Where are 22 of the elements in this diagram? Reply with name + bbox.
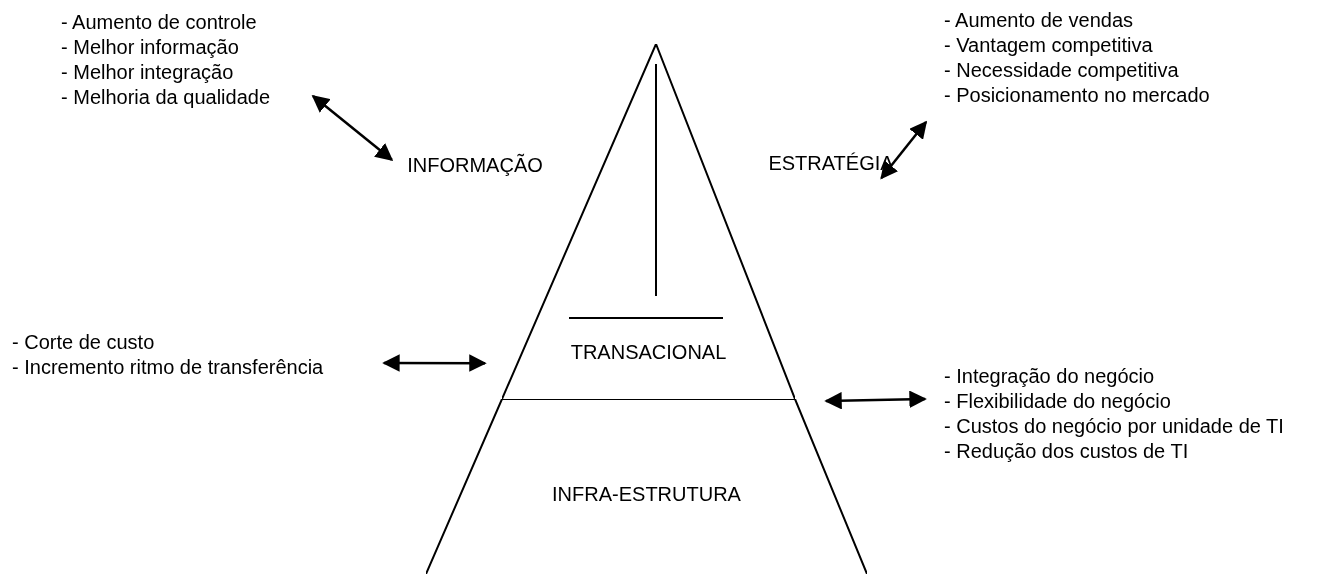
section-label: TRANSACIONAL bbox=[570, 340, 727, 365]
list-item: - Corte de custo bbox=[12, 330, 155, 355]
list-item: - Flexibilidade do negócio bbox=[944, 389, 1171, 414]
list-item: - Custos do negócio por unidade de TI bbox=[944, 414, 1284, 439]
list-item: - Redução dos custos de TI bbox=[944, 439, 1189, 464]
list-item: - Necessidade competitiva bbox=[944, 58, 1179, 83]
double-arrow bbox=[824, 390, 927, 410]
section-label: INFRA-ESTRUTURA bbox=[552, 482, 741, 507]
double-arrow bbox=[382, 354, 487, 372]
section-label: ESTRATÉGIA bbox=[768, 150, 894, 176]
list-item: - Integração do negócio bbox=[944, 364, 1155, 389]
list-item: - Vantagem competitiva bbox=[944, 33, 1153, 58]
list-item: - Aumento de controle bbox=[61, 10, 257, 35]
list-item: - Melhoria da qualidade bbox=[61, 85, 271, 110]
section-label: INFORMAÇÃO bbox=[407, 152, 543, 178]
double-arrow bbox=[880, 120, 928, 180]
double-arrow bbox=[311, 94, 394, 161]
list-item: - Melhor informação bbox=[61, 35, 239, 60]
list-item: - Posicionamento no mercado bbox=[944, 83, 1210, 108]
list-item: - Melhor integração bbox=[61, 60, 234, 85]
list-item: - Aumento de vendas bbox=[944, 8, 1133, 33]
list-item: - Incremento ritmo de transferência bbox=[12, 355, 324, 380]
